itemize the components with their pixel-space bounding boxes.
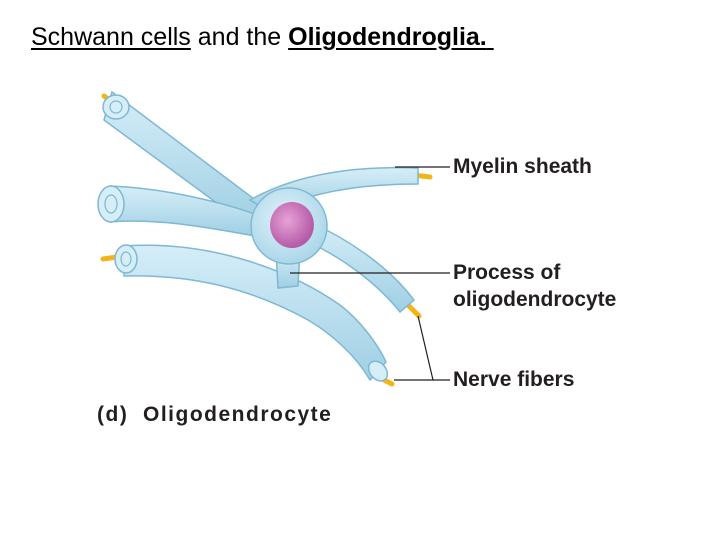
title-connector: and the xyxy=(190,23,289,51)
figure-caption: (d) Oligodendrocyte xyxy=(97,403,332,427)
oligodendrocyte-process-right xyxy=(303,220,416,314)
label-process-line2: oligodendrocyte xyxy=(453,288,617,311)
myelin-sheath-lower xyxy=(123,244,387,382)
label-myelin-sheath: Myelin sheath xyxy=(453,155,592,178)
caption-letter: (d) xyxy=(97,403,129,426)
leader-lines xyxy=(290,166,450,381)
axon-end-process-right xyxy=(404,301,422,319)
myelin-sheath-spiral-end-top xyxy=(102,94,130,120)
label-process-line1: Process of xyxy=(453,261,561,284)
label-nerve-fibers: Nerve fibers xyxy=(453,368,575,391)
leader-nerve-fibers xyxy=(394,315,434,381)
myelin-sheath-spiral-end-lower xyxy=(114,244,138,274)
title-oligodendroglia: Oligodendroglia. xyxy=(288,23,487,51)
title-schwann-cells: Schwann cells xyxy=(31,23,191,51)
caption-text: Oligodendrocyte xyxy=(143,403,333,426)
myelin-sheath-spiral-end-left xyxy=(97,185,125,223)
slide-title: Schwann cells and the Oligodendroglia. xyxy=(31,20,494,54)
nucleus xyxy=(270,202,314,248)
